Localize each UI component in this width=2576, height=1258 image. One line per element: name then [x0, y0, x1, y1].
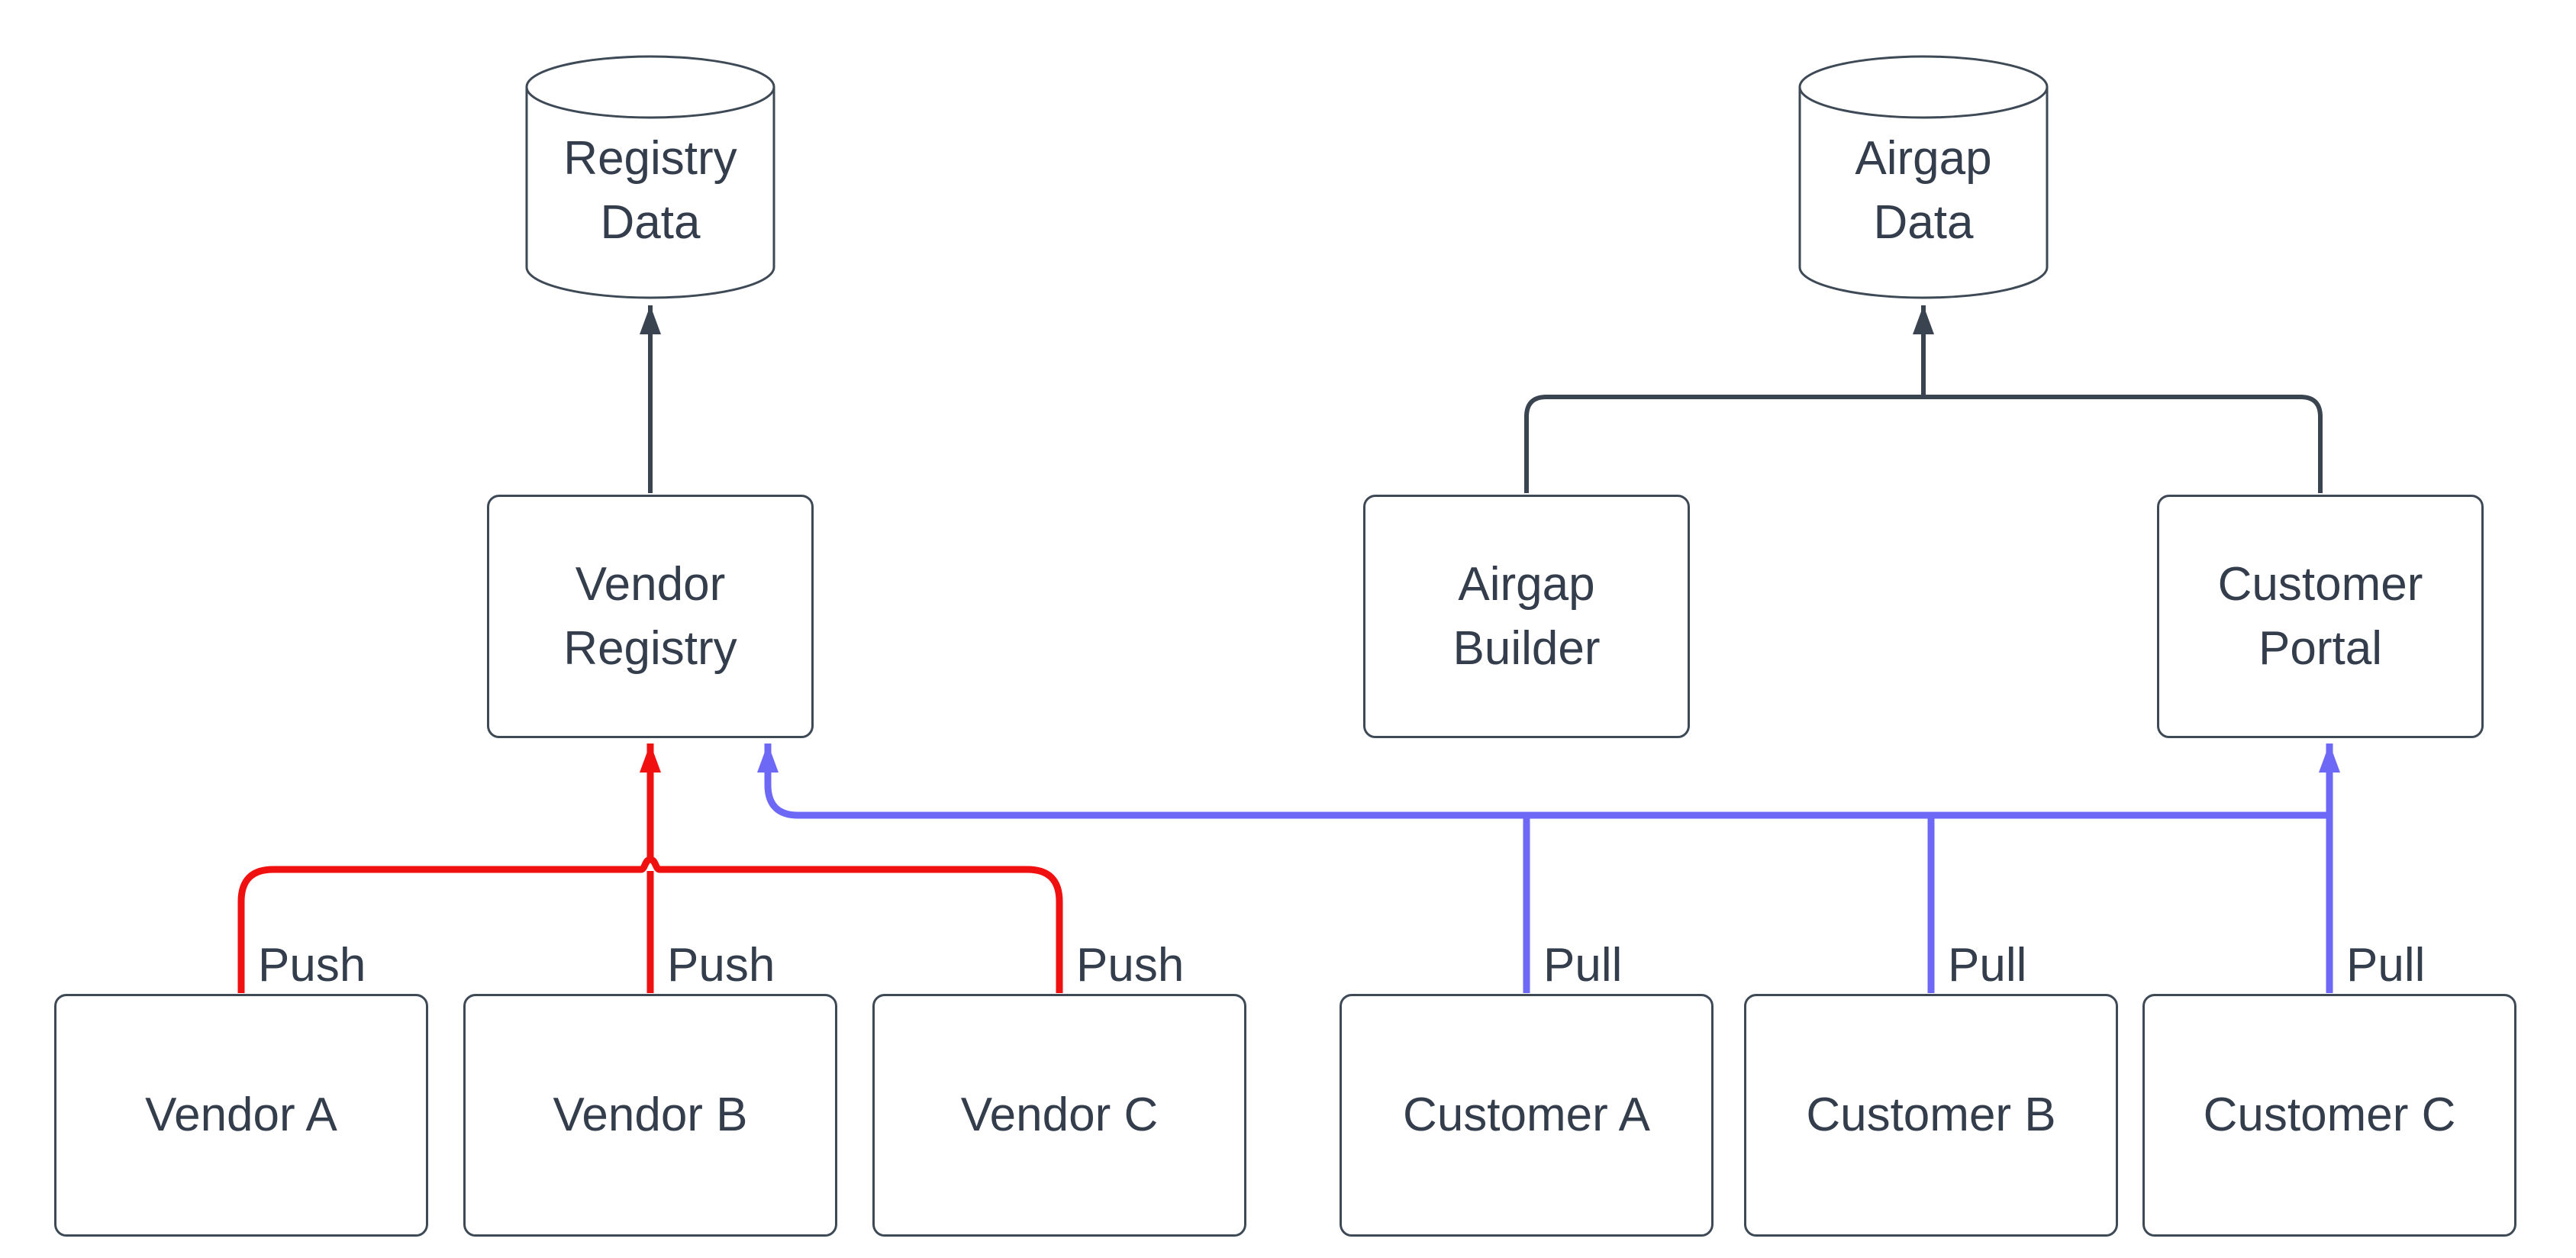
edge-label-pull-customer-c: Pull — [2346, 939, 2426, 992]
vendor-b-label: Vendor B — [553, 1089, 748, 1141]
edge-label-pull-customer-a: Pull — [1543, 939, 1623, 992]
registry-data-line2: Data — [600, 196, 701, 249]
edge-label-push-vendor-a: Push — [258, 939, 366, 992]
edge-label-push-vendor-c: Push — [1076, 939, 1185, 992]
node-customer-a: Customer A — [1340, 994, 1714, 1237]
airgap-data-line2: Data — [1873, 196, 1974, 249]
node-customer-c: Customer C — [2142, 994, 2516, 1237]
edge-label-pull-customer-b: Pull — [1948, 939, 2027, 992]
node-airgap-data-label: Airgap Data — [1800, 84, 2047, 298]
vendor-registry-line1: Vendor — [575, 557, 726, 611]
customer-b-label: Customer B — [1806, 1089, 2056, 1141]
node-registry-data-label: Registry Data — [527, 84, 774, 298]
node-vendor-registry: Vendor Registry — [487, 495, 814, 738]
node-airgap-builder: Airgap Builder — [1363, 495, 1690, 738]
edge-pull-bus-to-vendor-registry — [757, 744, 2329, 819]
customer-a-label: Customer A — [1403, 1089, 1650, 1141]
node-customer-portal: Customer Portal — [2157, 495, 2484, 738]
airgap-builder-line2: Builder — [1452, 621, 1601, 675]
node-customer-b: Customer B — [1744, 994, 2118, 1237]
registry-data-line1: Registry — [563, 132, 737, 185]
customer-portal-line2: Portal — [2258, 621, 2382, 675]
airgap-builder-line1: Airgap — [1458, 557, 1595, 611]
node-vendor-a: Vendor A — [54, 994, 428, 1237]
cylinder-registry-data — [525, 55, 775, 299]
edge-airgap-builder-customer-portal-merge — [1524, 395, 2323, 493]
customer-portal-line1: Customer — [2217, 557, 2423, 611]
node-vendor-b: Vendor B — [463, 994, 837, 1237]
customer-c-label: Customer C — [2203, 1089, 2456, 1141]
airgap-data-line1: Airgap — [1855, 132, 1992, 185]
node-vendor-c: Vendor C — [872, 994, 1246, 1237]
vendor-registry-line2: Registry — [563, 621, 737, 675]
edge-label-push-vendor-b: Push — [667, 939, 775, 992]
cylinder-airgap-data — [1798, 55, 2049, 299]
vendor-a-label: Vendor A — [145, 1089, 337, 1141]
vendor-c-label: Vendor C — [960, 1089, 1159, 1141]
